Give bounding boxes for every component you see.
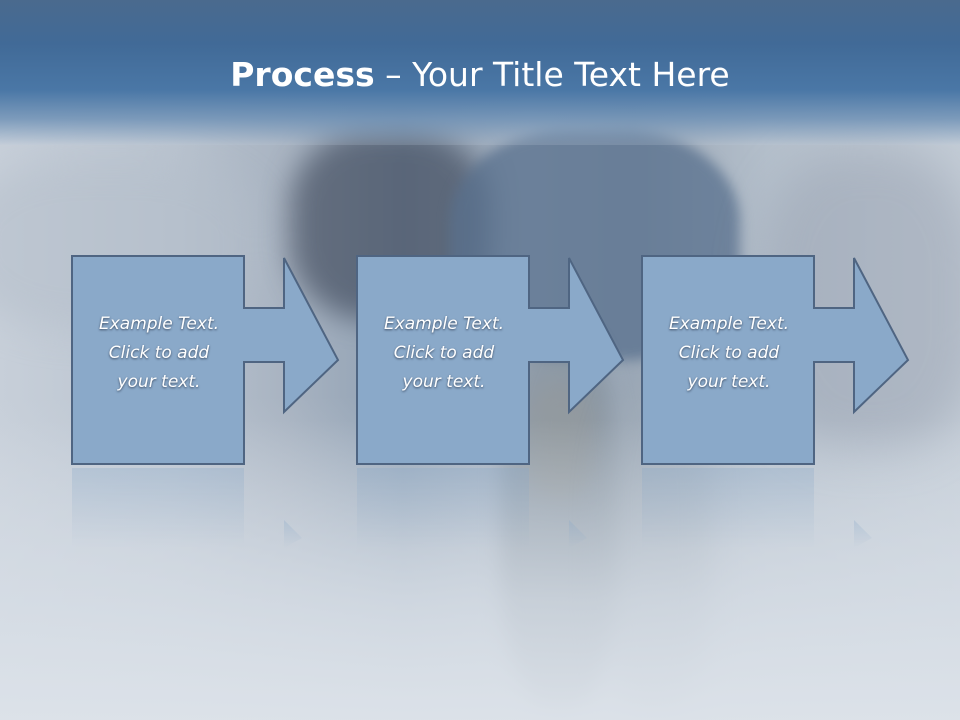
step-arrow-shape: [641, 255, 910, 465]
process-step-2[interactable]: Example Text. Click to add your text.: [356, 255, 625, 468]
step-arrow-shape: [356, 255, 625, 465]
step-arrow-shape: [71, 255, 340, 465]
process-step-3[interactable]: Example Text. Click to add your text.: [641, 255, 910, 468]
title-band: [0, 0, 960, 145]
title-bold: Process: [230, 55, 375, 94]
step-text: Example Text. Click to add your text.: [383, 314, 505, 392]
step-reflection: [72, 468, 340, 548]
step-text: Example Text. Click to add your text.: [668, 314, 790, 392]
step-text: Example Text. Click to add your text.: [98, 314, 220, 392]
step-reflection: [357, 468, 625, 548]
title-rest: – Your Title Text Here: [374, 55, 730, 94]
step-reflection: [642, 468, 910, 548]
slide-title[interactable]: Process – Your Title Text Here: [0, 52, 960, 98]
process-step-1[interactable]: Example Text. Click to add your text.: [71, 255, 340, 468]
